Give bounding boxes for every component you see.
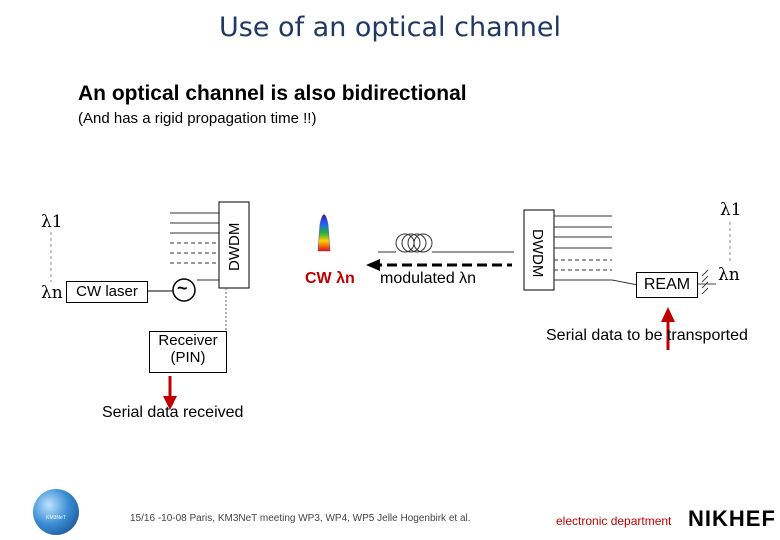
modulated-label: modulated λn xyxy=(380,270,477,287)
fiber-coil xyxy=(378,233,514,253)
modulator-tilde-icon: ~ xyxy=(177,278,188,298)
cw-lambda-label: CW λn xyxy=(305,270,355,287)
right-lambdan-label: λn xyxy=(718,265,740,285)
left-lambda1-label: λ1 xyxy=(41,212,63,232)
nikhef-logo: NIKHEF xyxy=(688,506,776,531)
modulated-lambda-label: modulated λn xyxy=(380,270,476,288)
right-lambda1-label: λ1 xyxy=(720,200,742,220)
ream-box: REAM xyxy=(636,272,698,298)
receiver-label: Receiver xyxy=(158,332,218,349)
heading: An optical channel is also bidirectional xyxy=(78,82,467,105)
received-arrow xyxy=(163,376,177,410)
footer-text: 15/16 -10-08 Paris, KM3NeT meeting WP3, … xyxy=(130,513,471,524)
right-dwdm-label: DWDM xyxy=(529,228,546,278)
left-channel-lines xyxy=(170,212,219,281)
department-label: electronic department xyxy=(556,514,672,528)
left-dwdm-box xyxy=(218,201,250,289)
ream-hatch xyxy=(698,269,716,295)
right-dwdm-box xyxy=(523,209,555,291)
km3net-logo-text: KM3NeT xyxy=(46,515,66,521)
fiber-arrowhead xyxy=(366,259,380,271)
left-lambdan-label: λn xyxy=(41,283,63,303)
receiver-sub-label: (PIN) xyxy=(170,349,206,366)
modulator-circle xyxy=(172,278,196,302)
prism-rainbow xyxy=(317,214,331,252)
received-label: Serial data received xyxy=(102,404,244,421)
left-dwdm-label: DWDM xyxy=(226,222,243,272)
right-channel-lines xyxy=(554,215,639,286)
slide-title: Use of an optical channel xyxy=(219,12,561,43)
transport-arrow xyxy=(661,307,675,350)
km3net-logo xyxy=(33,489,79,535)
transported-label: Serial data to be transported xyxy=(546,327,748,344)
subheading: (And has a rigid propagation time !!) xyxy=(78,110,317,127)
receiver-box: Receiver (PIN) xyxy=(149,331,227,373)
cw-laser-box: CW laser xyxy=(66,281,148,303)
